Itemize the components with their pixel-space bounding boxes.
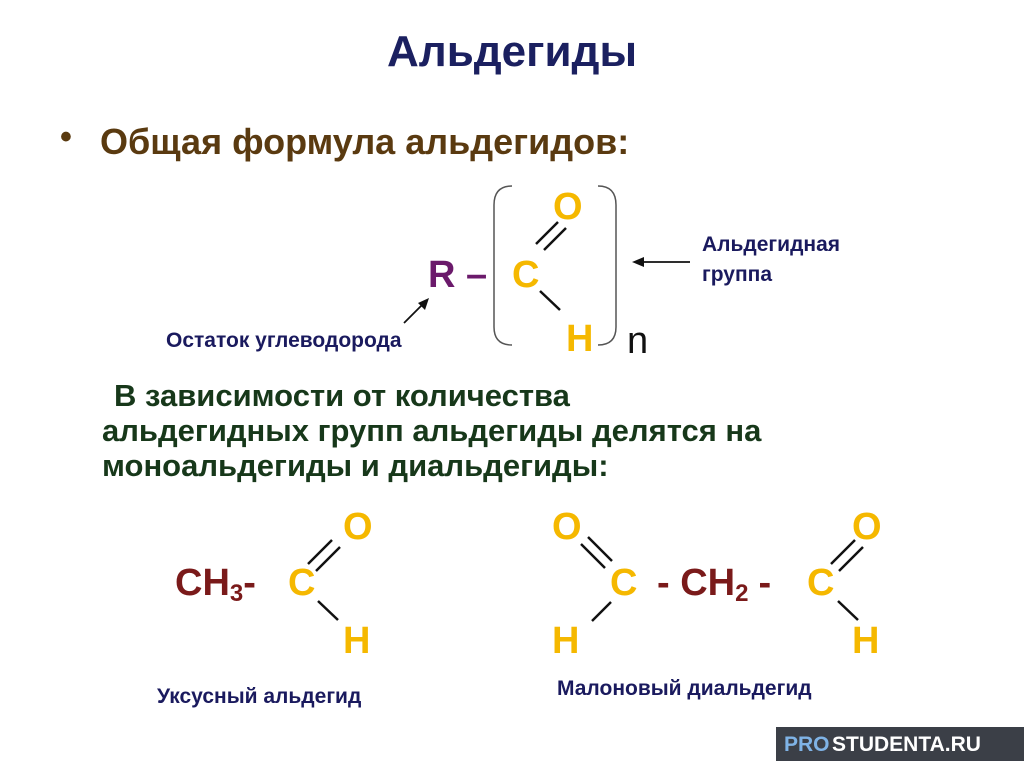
residue-arrow-head xyxy=(418,298,429,310)
acet-C: C xyxy=(288,562,316,604)
group-label-line2: группа xyxy=(702,263,773,286)
bracket-left xyxy=(493,185,513,346)
acet-ch: CH xyxy=(175,562,230,604)
slide-title: Альдегиды xyxy=(386,27,638,76)
general-n: n xyxy=(627,320,649,362)
mal-H-right: H xyxy=(852,620,880,662)
paragraph-line-3: моноальдегиды и диальдегиды: xyxy=(102,448,609,483)
acet-double-bond-2 xyxy=(315,546,341,572)
mal-C-left: C xyxy=(610,562,638,604)
residue-label: Остаток углеводорода xyxy=(166,329,402,352)
paragraph-line-1: В зависимости от количества xyxy=(114,378,570,413)
mal-left-single xyxy=(591,601,612,622)
double-bond-line-2 xyxy=(543,227,567,251)
acet-single-bond xyxy=(317,600,339,621)
mal-H-left: H xyxy=(552,620,580,662)
acet-dash: - xyxy=(243,562,256,604)
mal-ch: - CH xyxy=(657,562,736,604)
acet-H: H xyxy=(343,620,371,662)
mal-O-left: O xyxy=(552,506,582,548)
mal-O-right: O xyxy=(852,506,882,548)
acet-name: Уксусный альдегид xyxy=(157,685,362,708)
paragraph-line-2: альдегидных групп альдегиды делятся на xyxy=(102,413,762,448)
watermark-badge: PRO STUDENTA.RU xyxy=(776,727,1024,761)
general-O: O xyxy=(553,186,583,228)
bullet-text: Общая формула альдегидов: xyxy=(100,121,630,162)
mal-left-double-2 xyxy=(587,536,613,562)
watermark-pro: PRO xyxy=(784,733,830,756)
single-bond-ch xyxy=(539,290,561,311)
mal-name: Малоновый диальдегид xyxy=(557,677,812,700)
watermark-studenta: STUDENTA.RU xyxy=(832,733,981,756)
group-arrow-head xyxy=(632,257,644,267)
acet-O: O xyxy=(343,506,373,548)
residue-arrow-line xyxy=(403,302,425,324)
general-R: R – xyxy=(428,254,488,296)
mal-right-double-2 xyxy=(838,546,864,572)
general-H: H xyxy=(566,318,594,360)
group-label-line1: Альдегидная xyxy=(702,233,841,256)
classification-paragraph: В зависимости от количества альдегидных … xyxy=(102,378,761,483)
mal-ch2: - CH2- xyxy=(657,564,771,606)
general-C: C xyxy=(512,254,540,296)
bullet-dot: • xyxy=(60,118,72,156)
bracket-right xyxy=(597,185,617,346)
acet-double-bond-1 xyxy=(307,539,333,565)
mal-C-right: C xyxy=(807,562,835,604)
acet-sub3: 3 xyxy=(229,580,244,607)
mal-right-double-1 xyxy=(830,539,856,565)
mal-dash2: - xyxy=(758,562,772,604)
mal-sub2: 2 xyxy=(735,580,749,607)
acet-ch3: CH3- xyxy=(175,564,256,606)
double-bond-line-1 xyxy=(535,221,559,245)
mal-left-double-1 xyxy=(580,543,606,569)
mal-right-single xyxy=(837,600,859,621)
